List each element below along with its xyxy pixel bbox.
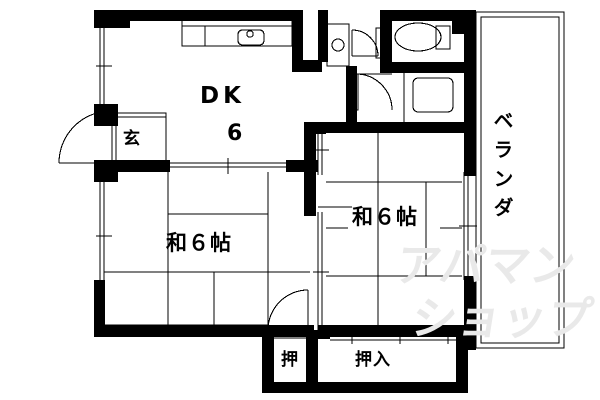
left-window-dk [96,24,112,108]
room-label-veranda: ベランダ [490,110,514,226]
room-label-closet-small: 押 [281,350,299,370]
room-label-dk: DK [200,83,245,109]
room-label-closet-large: 押入 [355,350,391,370]
washitsu-left-swing-door [267,289,309,331]
veranda-outline [475,11,565,349]
room-label-washitsu-left: 和６帖 [166,231,232,255]
room-label-genkan: 玄 [123,129,140,149]
toilet-icon [394,22,451,52]
veranda-sliding-door [459,172,477,280]
tatami-right-room [326,130,462,330]
tatami-left-room [104,172,310,325]
structural-walls [94,10,476,393]
sink-icon [237,29,265,46]
sliding-door-dk-washitsu [168,158,288,174]
room-label-dk-size: 6 [227,121,243,146]
room-label-washitsu-right: 和６帖 [352,205,418,229]
faucet-icon [246,30,254,38]
bathtub-icon [412,77,454,113]
